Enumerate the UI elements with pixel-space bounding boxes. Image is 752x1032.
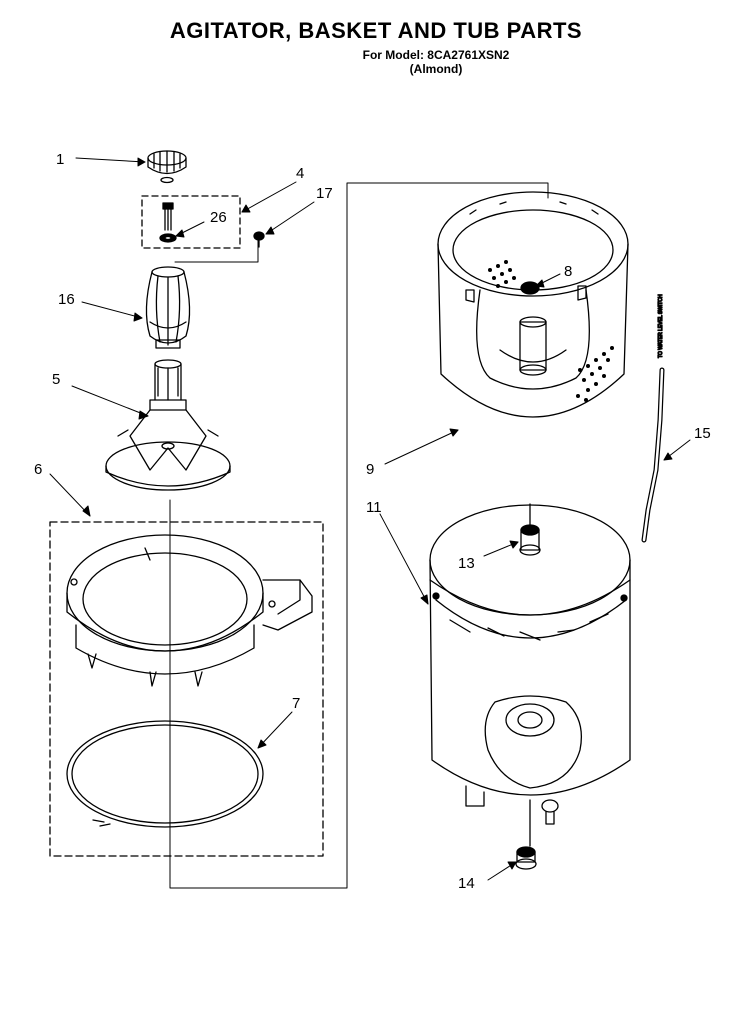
agitator-cap-part bbox=[147, 150, 187, 184]
agitator-extension-part bbox=[145, 266, 191, 349]
tub-seal-part bbox=[66, 720, 264, 828]
connector-lines bbox=[169, 182, 549, 889]
screw-part bbox=[253, 231, 265, 248]
tub-ring-kit-box bbox=[49, 521, 324, 857]
callout-26: 26 bbox=[210, 209, 227, 226]
model-info: For Model: 8CA2761XSN2 (Almond) bbox=[0, 48, 752, 76]
callout-7: 7 bbox=[292, 695, 300, 712]
tub-ring-part bbox=[66, 534, 313, 687]
callout-13: 13 bbox=[458, 555, 475, 572]
pressure-hose-part bbox=[641, 367, 665, 543]
callout-9: 9 bbox=[366, 461, 374, 478]
basket-part bbox=[437, 191, 629, 418]
callout-8: 8 bbox=[564, 263, 572, 280]
hose-destination-label: TO WATER LEVEL SWITCH bbox=[658, 294, 664, 358]
callout-labels: 1 4 26 17 16 5 6 7 8 9 11 13 14 15 bbox=[34, 151, 711, 892]
callout-14: 14 bbox=[458, 875, 475, 892]
callout-11: 11 bbox=[366, 499, 382, 516]
page-title: AGITATOR, BASKET AND TUB PARTS bbox=[169, 18, 583, 43]
agitator-base-part bbox=[105, 359, 231, 491]
callout-4: 4 bbox=[296, 165, 304, 182]
color-line: (Almond) bbox=[409, 62, 463, 76]
callout-5: 5 bbox=[52, 371, 60, 388]
outer-tub-part bbox=[429, 504, 631, 825]
callout-15: 15 bbox=[694, 425, 711, 442]
drive-block-part bbox=[519, 503, 541, 556]
basket-holes bbox=[488, 260, 614, 402]
callout-6: 6 bbox=[34, 461, 42, 478]
callout-1: 1 bbox=[56, 151, 64, 168]
model-line: For Model: 8CA2761XSN2 bbox=[362, 48, 510, 62]
hub-nut-part bbox=[515, 799, 537, 870]
callout-16: 16 bbox=[58, 291, 75, 308]
callout-17: 17 bbox=[316, 185, 333, 202]
leader-lines bbox=[49, 157, 691, 881]
bolt-kit-box bbox=[141, 195, 241, 249]
bolt-washer-part bbox=[159, 202, 177, 243]
